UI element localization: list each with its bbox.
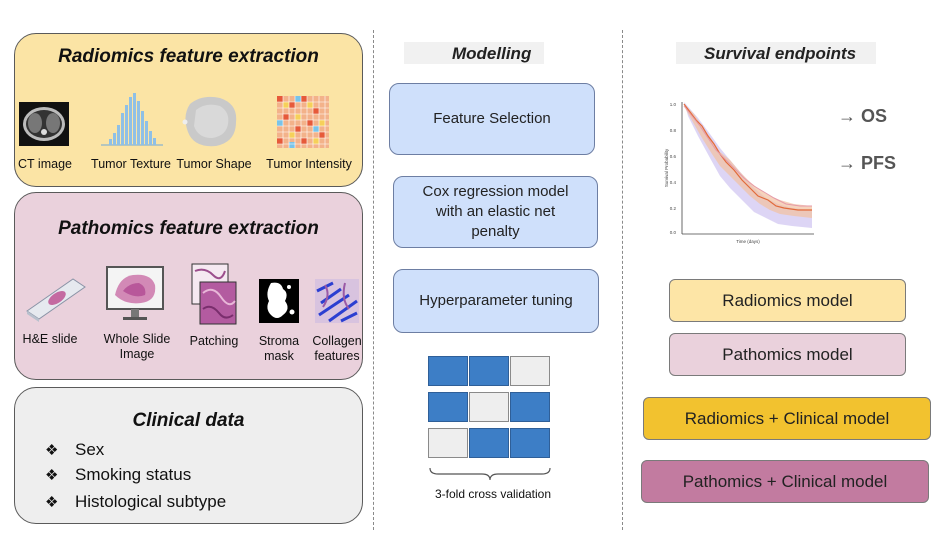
clinical-item: ❖ Sex xyxy=(45,440,104,460)
feature-selection-box: Feature Selection xyxy=(389,83,595,155)
radiomics-clinical-model-box: Radiomics + Clinical model xyxy=(643,397,931,440)
survival-title-bg xyxy=(676,42,876,64)
km-ytick: 0.8 xyxy=(670,128,677,133)
clinical-item-label: Sex xyxy=(75,440,105,459)
histogram-icon xyxy=(101,93,163,146)
validation-fold-cell xyxy=(428,428,468,458)
modelling-step-label: Cox regression model with an elastic net… xyxy=(422,183,569,240)
clinical-title: Clinical data xyxy=(132,410,245,431)
training-fold-cell xyxy=(510,392,550,422)
radiomics-model-box: Radiomics model xyxy=(669,279,906,322)
pathomics-item-label: Collagen features xyxy=(312,334,362,363)
modelling-title-bg xyxy=(404,42,544,64)
model-label: Radiomics model xyxy=(722,290,853,310)
training-fold-cell xyxy=(428,392,468,422)
radiomics-item-label: Tumor Texture xyxy=(91,157,171,171)
pathomics-title: Pathomics feature extraction xyxy=(58,218,319,239)
clinical-item-label: Histological subtype xyxy=(75,492,227,511)
radiomics-panel: Radiomics feature extraction CT image Tu… xyxy=(14,33,363,187)
cox-regression-box: Cox regression model with an elastic net… xyxy=(393,176,598,248)
pathomics-clinical-model-box: Pathomics + Clinical model xyxy=(641,460,929,503)
pathomics-item-label: Stroma mask xyxy=(258,334,300,363)
km-ytick: 0.0 xyxy=(670,230,677,235)
hyperparameter-tuning-box: Hyperparameter tuning xyxy=(393,269,599,333)
pathomics-panel: Pathomics feature extraction H&E slide W… xyxy=(14,192,363,380)
kaplan-meier-plot: 1.0 0.8 0.6 0.4 0.2 0.0 Survival Probabi… xyxy=(664,96,820,246)
modelling-step-label: Hyperparameter tuning xyxy=(419,292,573,309)
clinical-item: ❖ Histological subtype xyxy=(45,492,226,512)
cv-label: 3-fold cross validation xyxy=(434,487,552,501)
modelling-step-label: Feature Selection xyxy=(433,110,551,127)
radiomics-title: Radiomics feature extraction xyxy=(58,46,319,67)
modelling-title: Modelling xyxy=(452,44,532,63)
km-xlabel: Time (days) xyxy=(736,239,760,244)
column-divider xyxy=(373,30,374,530)
collagen-features-icon xyxy=(315,279,359,323)
validation-fold-cell xyxy=(510,356,550,386)
radiomics-item-label: CT image xyxy=(18,157,72,171)
km-ytick: 0.2 xyxy=(670,206,677,211)
clinical-item: ❖ Smoking status xyxy=(45,465,191,485)
diamond-bullet-icon: ❖ xyxy=(45,467,59,484)
intensity-grid-icon xyxy=(277,96,329,148)
km-ylabel: Survival Probability xyxy=(664,148,669,187)
km-ytick: 1.0 xyxy=(670,102,677,107)
patching-icon xyxy=(191,263,237,325)
brace-icon xyxy=(429,467,551,481)
diamond-bullet-icon: ❖ xyxy=(45,494,59,511)
validation-fold-cell xyxy=(469,392,509,422)
clinical-panel: Clinical data ❖ Sex ❖ Smoking status ❖ Hist… xyxy=(14,387,363,524)
he-slide-icon xyxy=(26,278,86,322)
km-ytick: 0.6 xyxy=(670,154,677,159)
tumor-shape-icon xyxy=(182,96,237,147)
cross-validation-grid xyxy=(428,356,552,460)
pathomics-item-label: Whole Slide Image xyxy=(103,332,171,361)
endpoint-os: → OS xyxy=(838,106,888,126)
diamond-bullet-icon: ❖ xyxy=(45,442,59,459)
column-divider xyxy=(622,30,623,530)
survival-title: Survival endpoints xyxy=(704,44,857,63)
model-label: Radiomics + Clinical model xyxy=(684,408,890,428)
pathomics-model-box: Pathomics model xyxy=(669,333,906,376)
model-label: Pathomics model xyxy=(722,344,853,364)
training-fold-cell xyxy=(510,428,550,458)
training-fold-cell xyxy=(469,356,509,386)
monitor-icon xyxy=(106,266,164,320)
km-ytick: 0.4 xyxy=(670,180,677,185)
training-fold-cell xyxy=(428,356,468,386)
pathomics-item-label: H&E slide xyxy=(22,332,78,346)
endpoint-pfs: → PFS xyxy=(838,153,897,173)
radiomics-item-label: Tumor Shape xyxy=(176,157,252,171)
training-fold-cell xyxy=(469,428,509,458)
pathomics-item-label: Patching xyxy=(189,334,239,348)
ct-image-icon xyxy=(19,102,69,146)
model-label: Pathomics + Clinical model xyxy=(682,471,888,491)
radiomics-item-label: Tumor Intensity xyxy=(266,157,352,171)
stroma-mask-icon xyxy=(259,279,299,323)
clinical-item-label: Smoking status xyxy=(75,465,192,484)
